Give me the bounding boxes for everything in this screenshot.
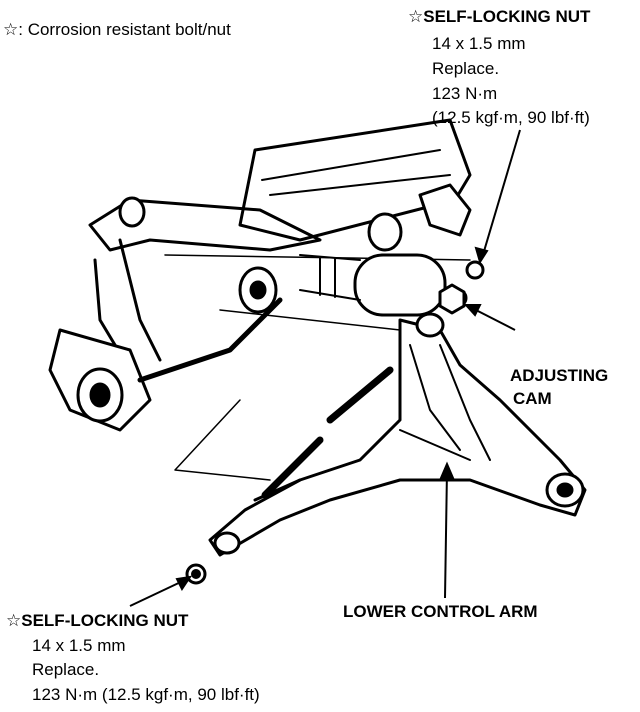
bottom-nut-title: ☆SELF-LOCKING NUT [6, 611, 189, 630]
bottom-nut-size: 14 x 1.5 mm [32, 636, 126, 655]
top-nut-title: ☆SELF-LOCKING NUT [408, 7, 591, 26]
damper-body [353, 253, 447, 317]
star-icon: ☆ [408, 7, 424, 26]
top-nut-torque: 123 N·m [432, 84, 498, 103]
adjusting-cam-label-1: ADJUSTING [510, 366, 609, 385]
adjusting-cam-part [438, 283, 466, 315]
legend-text: : Corrosion resistant bolt/nut [18, 20, 231, 39]
bottom-self-locking-nut [185, 563, 207, 585]
bottom-nut-torque: 123 N·m (12.5 kgf·m, 90 lbf·ft) [32, 685, 260, 704]
arm-leader [444, 469, 448, 599]
cam-leader [471, 307, 516, 331]
star-icon: ☆ [6, 611, 22, 630]
lower-control-arm-label: LOWER CONTROL ARM [343, 602, 538, 621]
lower-control-arm-outline [208, 318, 587, 557]
top-nut-action: Replace. [432, 59, 500, 78]
frame-rail [88, 198, 322, 252]
star-icon: ☆ [3, 20, 19, 39]
adjusting-cam-label-2: CAM [513, 389, 552, 408]
bolt-2 [261, 436, 324, 499]
bottom-nut-action: Replace. [32, 660, 100, 679]
bolt-1 [326, 366, 394, 424]
top-nut-torque-alt: (12.5 kgf·m, 90 lbf·ft) [432, 108, 590, 127]
top-nut-leader [481, 129, 521, 259]
stabilizer-bar [137, 297, 283, 383]
top-nut-size: 14 x 1.5 mm [432, 34, 526, 53]
bottom-nut-leader [129, 579, 186, 607]
legend: ☆: Corrosion resistant bolt/nut [3, 18, 231, 41]
